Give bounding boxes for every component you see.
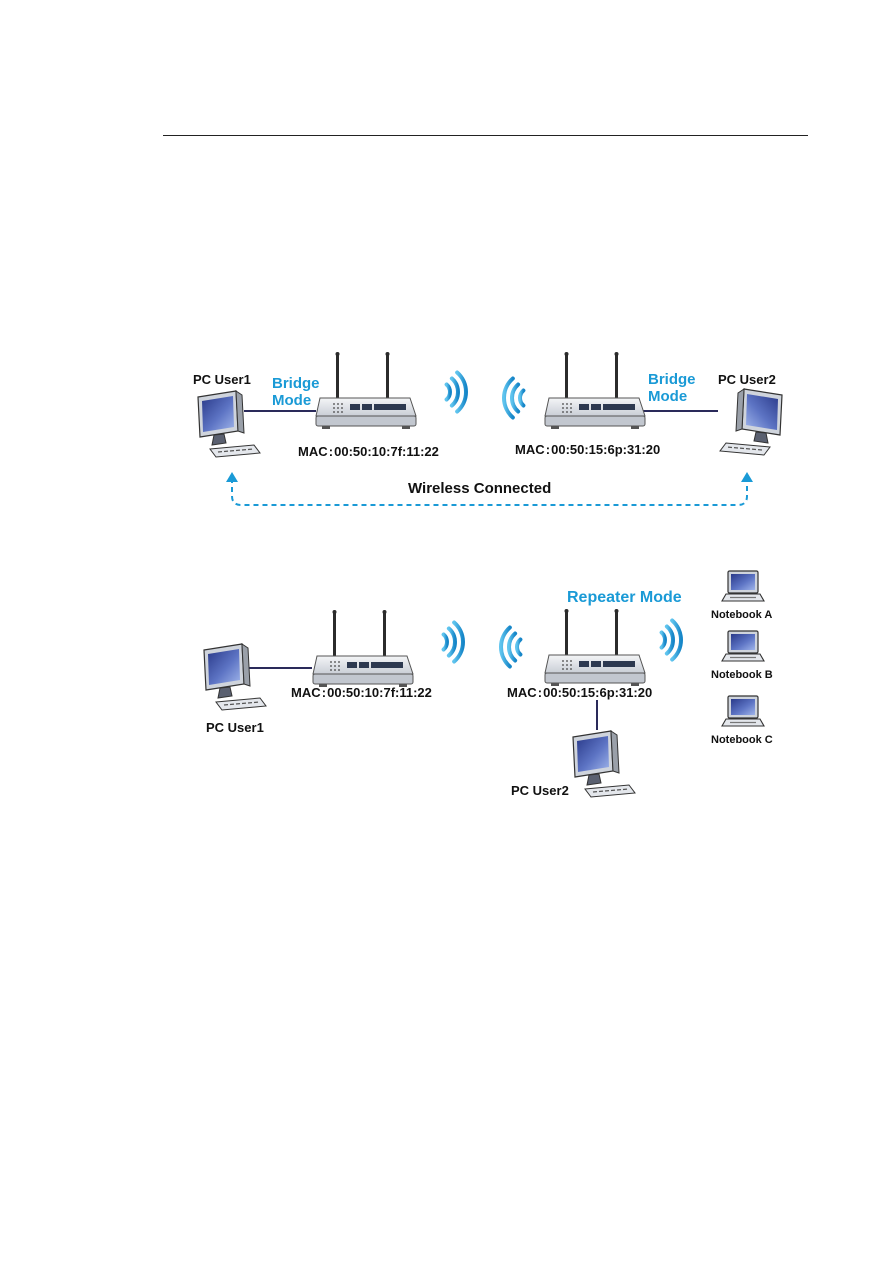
pc-user1-desktop bbox=[197, 390, 261, 458]
wifi-waves-repeater-left bbox=[499, 625, 523, 669]
pc-user2-label: PC User2 bbox=[511, 783, 569, 798]
wifi-waves-repeater-right bbox=[659, 618, 683, 662]
bridge-mode-label-right: Bridge Mode bbox=[648, 371, 696, 405]
pc-user1-label: PC User1 bbox=[206, 720, 264, 735]
mac-address-right: MAC : 00:50:15:6p:31:20 bbox=[515, 442, 661, 457]
notebook-b-label: Notebook B bbox=[711, 669, 773, 681]
pc-user1-desktop bbox=[203, 643, 267, 711]
header-rule bbox=[163, 135, 808, 136]
router-right bbox=[544, 352, 646, 429]
notebook-c-laptop bbox=[721, 695, 765, 727]
bridge-mode-label-left: Bridge Mode bbox=[272, 375, 320, 409]
pc-user2-desktop bbox=[719, 388, 783, 456]
wifi-waves-right bbox=[502, 376, 526, 420]
mac-address-left: MAC : 00:50:10:7f:11:22 bbox=[298, 444, 439, 459]
wifi-waves-left bbox=[441, 620, 465, 664]
router-left bbox=[315, 352, 417, 429]
mac-address-right: MAC : 00:50:15:6p:31:20 bbox=[507, 685, 653, 700]
notebook-b-laptop bbox=[721, 630, 765, 662]
wireless-connected-label: Wireless Connected bbox=[408, 480, 552, 497]
pc-user2-desktop bbox=[572, 730, 636, 798]
notebook-c-label: Notebook C bbox=[711, 734, 773, 746]
router-right bbox=[544, 609, 646, 686]
pc-user2-label: PC User2 bbox=[718, 372, 776, 387]
wifi-waves-left bbox=[444, 370, 468, 414]
notebook-a-laptop bbox=[721, 570, 765, 602]
mac-address-left: MAC : 00:50:10:7f:11:22 bbox=[291, 685, 432, 700]
pc-user1-label: PC User1 bbox=[193, 372, 251, 387]
router-left bbox=[312, 610, 414, 687]
arrow-head-right bbox=[741, 472, 753, 482]
notebook-a-label: Notebook A bbox=[711, 609, 773, 621]
repeater-mode-label: Repeater Mode bbox=[567, 589, 682, 606]
wireless-connection-line bbox=[231, 478, 748, 506]
arrow-head-left bbox=[226, 472, 238, 482]
